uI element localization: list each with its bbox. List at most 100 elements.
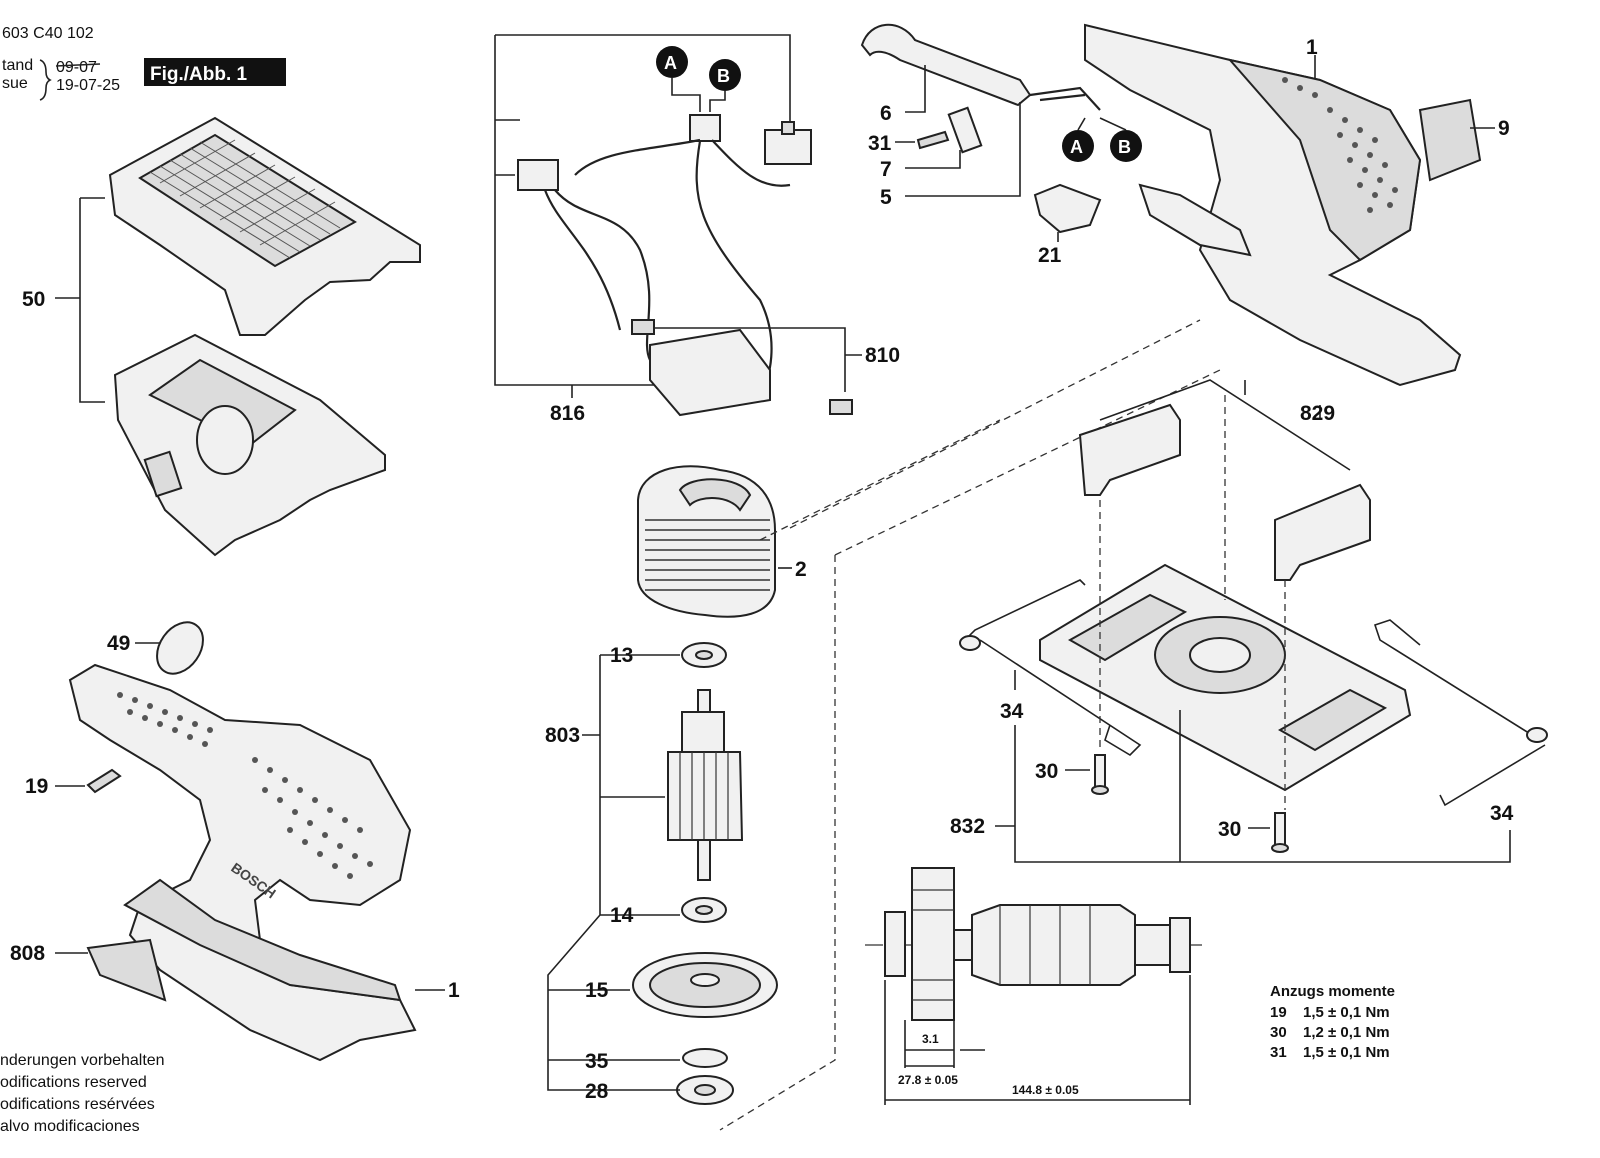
label-832: 832 [950, 815, 985, 838]
base-plate-assembly: 829 34 832 34 30 30 [950, 379, 1548, 863]
cord-clamp-7 [947, 106, 983, 154]
label-13: 13 [610, 644, 633, 667]
leader-6 [905, 65, 926, 113]
callout-a-top [656, 46, 688, 78]
bearing-13-bore [695, 650, 713, 660]
switch-button [781, 121, 795, 135]
bracket-829 [1099, 379, 1351, 471]
field-coil: 2 [637, 465, 807, 618]
label-803: 803 [545, 724, 580, 747]
header-block: 603 C40 102 tand sue 09-07 19-07-25 Fig.… [2, 25, 286, 101]
label-14: 14 [610, 904, 634, 927]
label-19: 19 [25, 775, 48, 798]
label-2: 2 [795, 558, 807, 581]
leader-5 [905, 102, 1021, 197]
dim-extension-lines [884, 975, 1191, 1105]
note-en: odifications reserved [0, 1074, 147, 1091]
leader-50 [55, 197, 105, 403]
base-assembly-guides [1099, 395, 1286, 810]
label-816: 816 [550, 402, 585, 425]
tray-roller [196, 405, 254, 475]
clamp-829-right [1274, 483, 1371, 581]
footer-notes: nderungen vorbehalten odifications reser… [0, 1052, 165, 1135]
base-plate-hub-inner [1189, 637, 1251, 673]
label-30-left: 30 [1035, 760, 1058, 783]
torque-row-value: 1,5 ± 0,1 Nm [1303, 1044, 1390, 1061]
callout-b-top [709, 59, 741, 91]
stand-label: tand [2, 57, 33, 74]
figure-label: Fig./Abb. 1 [150, 64, 248, 85]
dimension-drawing: 3.1 27.8 ± 0.05 144.8 ± 0.05 [865, 867, 1205, 1105]
part-number: 603 C40 102 [2, 25, 94, 42]
label-34-left: 34 [1000, 700, 1024, 723]
switch [764, 129, 812, 165]
dim-144-8: 144.8 ± 0.05 [1012, 1083, 1079, 1097]
clip-34-left-eye [959, 635, 981, 651]
label-1-bottom: 1 [448, 979, 460, 1002]
label-6: 6 [880, 102, 892, 125]
wire-harness [543, 138, 791, 396]
housing-clip [1138, 183, 1252, 257]
armature-core [667, 751, 744, 841]
issue-label: sue [2, 75, 28, 92]
washer-35 [682, 1048, 728, 1068]
torque-row-part: 30 [1270, 1024, 1287, 1041]
filter-grid [138, 133, 357, 268]
winding [678, 478, 752, 512]
screw-30-right [1274, 812, 1286, 846]
bearing-28-bore [694, 1084, 716, 1096]
carbon-brush-1 [631, 319, 655, 335]
stand-value: 09-07 [56, 59, 97, 76]
brush-holder [649, 328, 771, 417]
tray-grip [143, 450, 183, 498]
torque-row-part: 19 [1270, 1004, 1287, 1021]
label-15: 15 [585, 979, 609, 1002]
label-35: 35 [585, 1050, 609, 1073]
label-50: 50 [22, 288, 45, 311]
dim-3-1: 3.1 [922, 1032, 939, 1046]
carbon-brush-2 [829, 399, 853, 415]
dim-shaft-left [953, 929, 973, 961]
strike-line [55, 63, 101, 67]
housing-half-top: 1 9 [1084, 23, 1510, 387]
connector-plug [517, 159, 559, 191]
label-plate-808 [86, 938, 167, 1002]
base-plate-pocket-right [1277, 688, 1388, 752]
label-21: 21 [1038, 244, 1062, 267]
cord-wires [1029, 86, 1101, 111]
torque-title: Anzugs momente [1270, 983, 1395, 1000]
label-5: 5 [880, 186, 892, 209]
screw-31 [916, 130, 950, 150]
armature-stack: 13 803 14 15 35 28 [545, 642, 778, 1105]
commutator [681, 711, 725, 753]
label-49: 49 [107, 632, 130, 655]
base-plate-pocket-left [1067, 593, 1188, 662]
dust-box-assembly: 50 [22, 116, 421, 557]
screw-19 [86, 768, 122, 794]
label-plate-9 [1418, 98, 1482, 182]
dim-armature-core [971, 904, 1136, 986]
bearing-14-bore [695, 905, 713, 915]
label-34-right: 34 [1490, 802, 1514, 825]
callout-leaders-top [671, 78, 726, 112]
housing-base-plate [123, 878, 402, 1002]
issue-value: 19-07-25 [56, 77, 120, 94]
clip-34-right [1373, 619, 1546, 807]
leader-7 [905, 150, 961, 169]
bracket-816 [494, 34, 791, 386]
brace-mark [39, 59, 52, 101]
callout-a-right-text: A [1070, 137, 1083, 157]
sander-housing-assembled: 49 BOSCH 808 19 1 [10, 621, 460, 1062]
torque-row-value: 1,2 ± 0,1 Nm [1303, 1024, 1390, 1041]
dim-end-cap-left [884, 911, 906, 977]
clamp-829-left [1078, 403, 1181, 496]
assembly-guides [719, 319, 1221, 1131]
callout-b-right-text: B [1118, 137, 1131, 157]
callout-b-top-text: B [717, 66, 730, 86]
label-31: 31 [868, 132, 892, 155]
note-fr: odifications resérvées [0, 1096, 155, 1113]
power-cord [860, 23, 1032, 107]
label-1-top: 1 [1306, 36, 1318, 59]
dim-fan [911, 867, 955, 1021]
